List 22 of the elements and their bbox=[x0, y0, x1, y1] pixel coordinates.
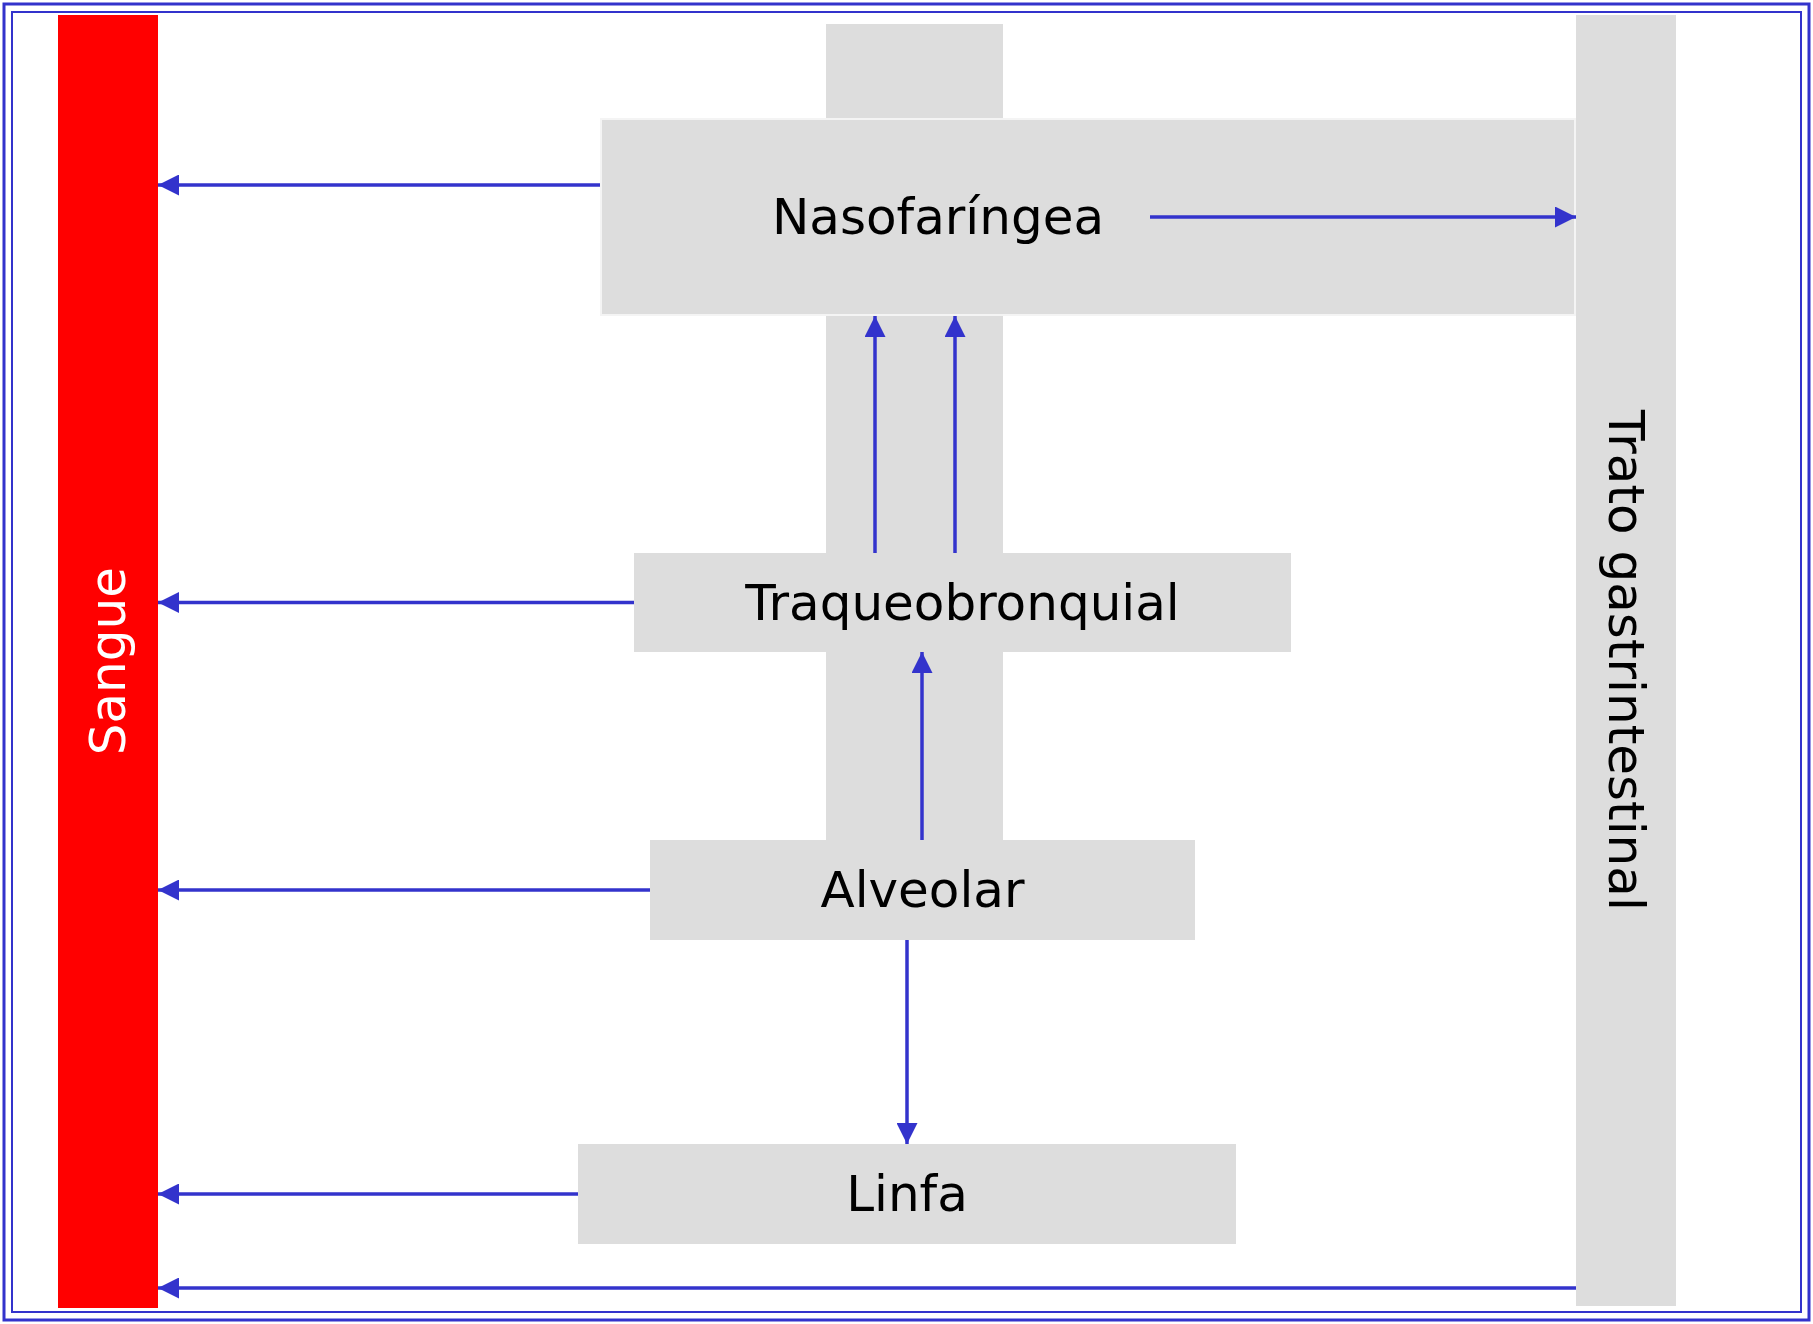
arrow bbox=[1150, 206, 1576, 228]
compartment-label: Linfa bbox=[846, 1165, 968, 1223]
compartment-label: Alveolar bbox=[820, 861, 1025, 919]
compartment-box bbox=[578, 1144, 1236, 1244]
compartment-box bbox=[600, 118, 1576, 316]
arrow bbox=[864, 316, 886, 553]
arrow bbox=[896, 940, 918, 1144]
arrow bbox=[158, 879, 650, 901]
compartment-label: Sangue bbox=[79, 567, 137, 756]
compartment-label: Traqueobronquial bbox=[745, 573, 1180, 632]
compartment-box bbox=[650, 840, 1195, 940]
compartment-box bbox=[634, 553, 1291, 652]
arrow bbox=[158, 592, 634, 613]
compartment-label: Trato gastrintestinal bbox=[1597, 410, 1655, 911]
arrow bbox=[158, 174, 600, 196]
arrow bbox=[158, 1183, 578, 1205]
blood-bar bbox=[58, 15, 158, 1308]
arrow bbox=[158, 1277, 1576, 1299]
arrow bbox=[944, 316, 966, 553]
gut-bar bbox=[1576, 15, 1676, 1306]
compartment-label: Nasofaríngea bbox=[771, 188, 1105, 246]
arrow bbox=[911, 652, 933, 840]
